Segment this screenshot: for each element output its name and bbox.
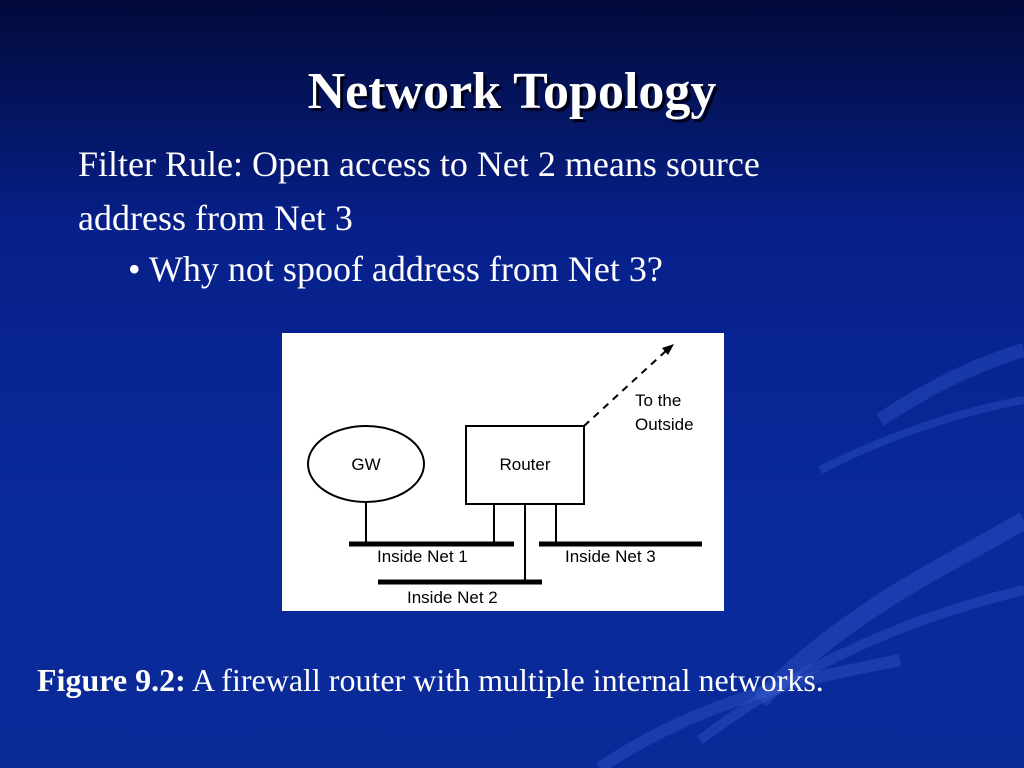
net1-label: Inside Net 1 — [377, 547, 468, 566]
outside-label-line1: To the — [635, 391, 681, 410]
outside-arrow-head — [662, 344, 674, 355]
caption-label: Figure 9.2: — [37, 662, 186, 698]
body-line-1: Filter Rule: Open access to Net 2 means … — [78, 144, 760, 184]
bullet-item: • Why not spoof address from Net 3? — [128, 249, 663, 289]
router-node — [465, 425, 585, 505]
outside-label-line2: Outside — [635, 415, 694, 434]
slide-title: Network Topology — [307, 63, 717, 120]
net2-label: Inside Net 2 — [407, 588, 498, 607]
gateway-label: GW — [351, 455, 380, 474]
caption-text: A firewall router with multiple internal… — [185, 662, 824, 698]
router-label: Router — [499, 455, 550, 474]
network-diagram: GW Router To the Outside Inside Net 1 In… — [282, 333, 724, 611]
figure-caption: Figure 9.2: A firewall router with multi… — [37, 656, 997, 704]
body-line-2: address from Net 3 — [78, 198, 353, 238]
body-text: Filter Rule: Open access to Net 2 means … — [78, 137, 958, 245]
net3-label: Inside Net 3 — [565, 547, 656, 566]
outside-link — [583, 348, 669, 427]
